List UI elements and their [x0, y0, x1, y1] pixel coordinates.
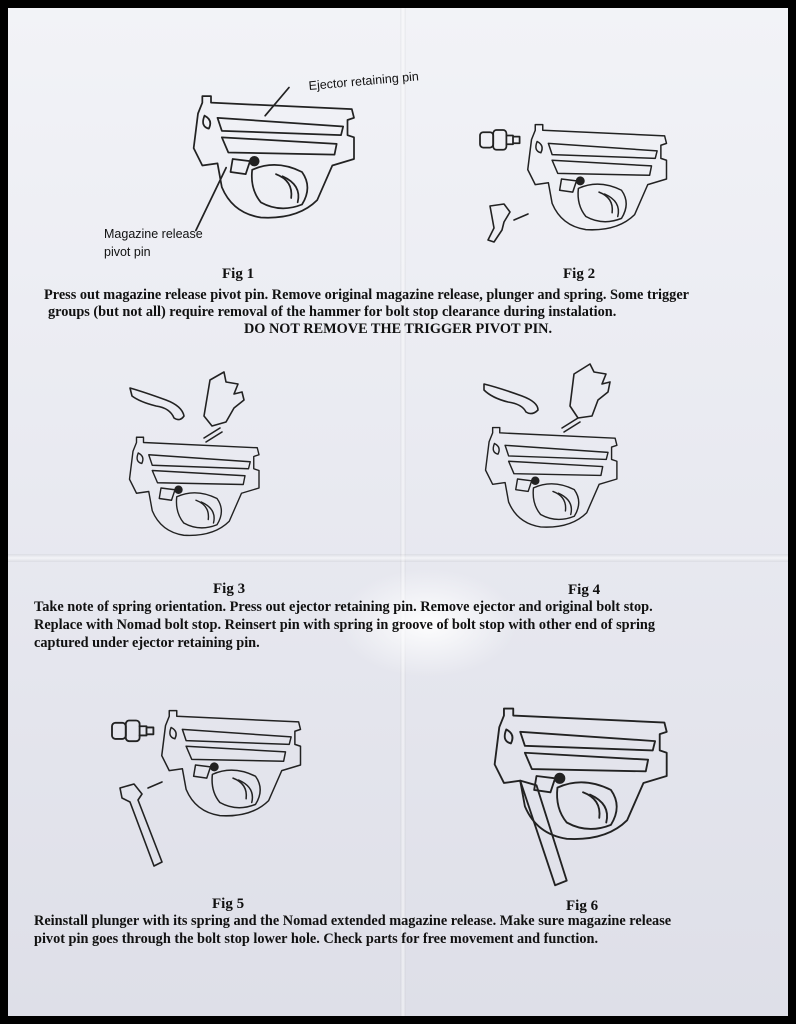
fig5-caption: Fig 5: [212, 896, 245, 912]
step2-line2: Replace with Nomad bolt stop. Reinsert p…: [34, 617, 656, 633]
figure-5-extended-release: [119, 781, 163, 867]
figure-2-mag-release: [487, 203, 529, 243]
fig4-caption: Fig 4: [568, 582, 601, 598]
fig1-caption: Fig 1: [222, 266, 255, 282]
figure-5-plunger: [111, 719, 155, 743]
mag-release-label-line2: pivot pin: [104, 245, 151, 259]
figure-4-parts: [483, 363, 611, 433]
step3-line1: Reinstall plunger with its spring and th…: [34, 913, 672, 929]
step1-warning: DO NOT REMOVE THE TRIGGER PIVOT PIN.: [243, 321, 553, 337]
mag-release-label-line1: Magazine release: [104, 227, 203, 241]
fig6-caption: Fig 6: [566, 898, 599, 914]
step1-line2: groups (but not all) require removal of …: [48, 304, 617, 320]
light-glare: [338, 568, 518, 678]
figure-2-illustration: [527, 123, 668, 231]
fig2-caption: Fig 2: [563, 266, 596, 282]
figure-6-illustration: [493, 707, 668, 887]
ejector-pin-label: Ejector retaining pin: [308, 69, 420, 93]
instruction-sheet: Ejector retaining pin Magazine release p…: [8, 8, 788, 1016]
figure-5-illustration: [161, 709, 302, 817]
figure-4-illustration: [484, 426, 618, 528]
step3-line2: pivot pin goes through the bolt stop low…: [34, 931, 599, 947]
step2-line1: Take note of spring orientation. Press o…: [34, 599, 653, 615]
figure-3-parts: [129, 371, 245, 443]
fig3-caption: Fig 3: [213, 581, 246, 597]
figure-3-illustration: [128, 436, 260, 537]
step2-line3: captured under ejector retaining pin.: [34, 635, 260, 651]
figure-2-plunger: [479, 129, 521, 151]
step1-line1: Press out magazine release pivot pin. Re…: [44, 287, 690, 303]
figure-1-illustration: [192, 86, 355, 232]
